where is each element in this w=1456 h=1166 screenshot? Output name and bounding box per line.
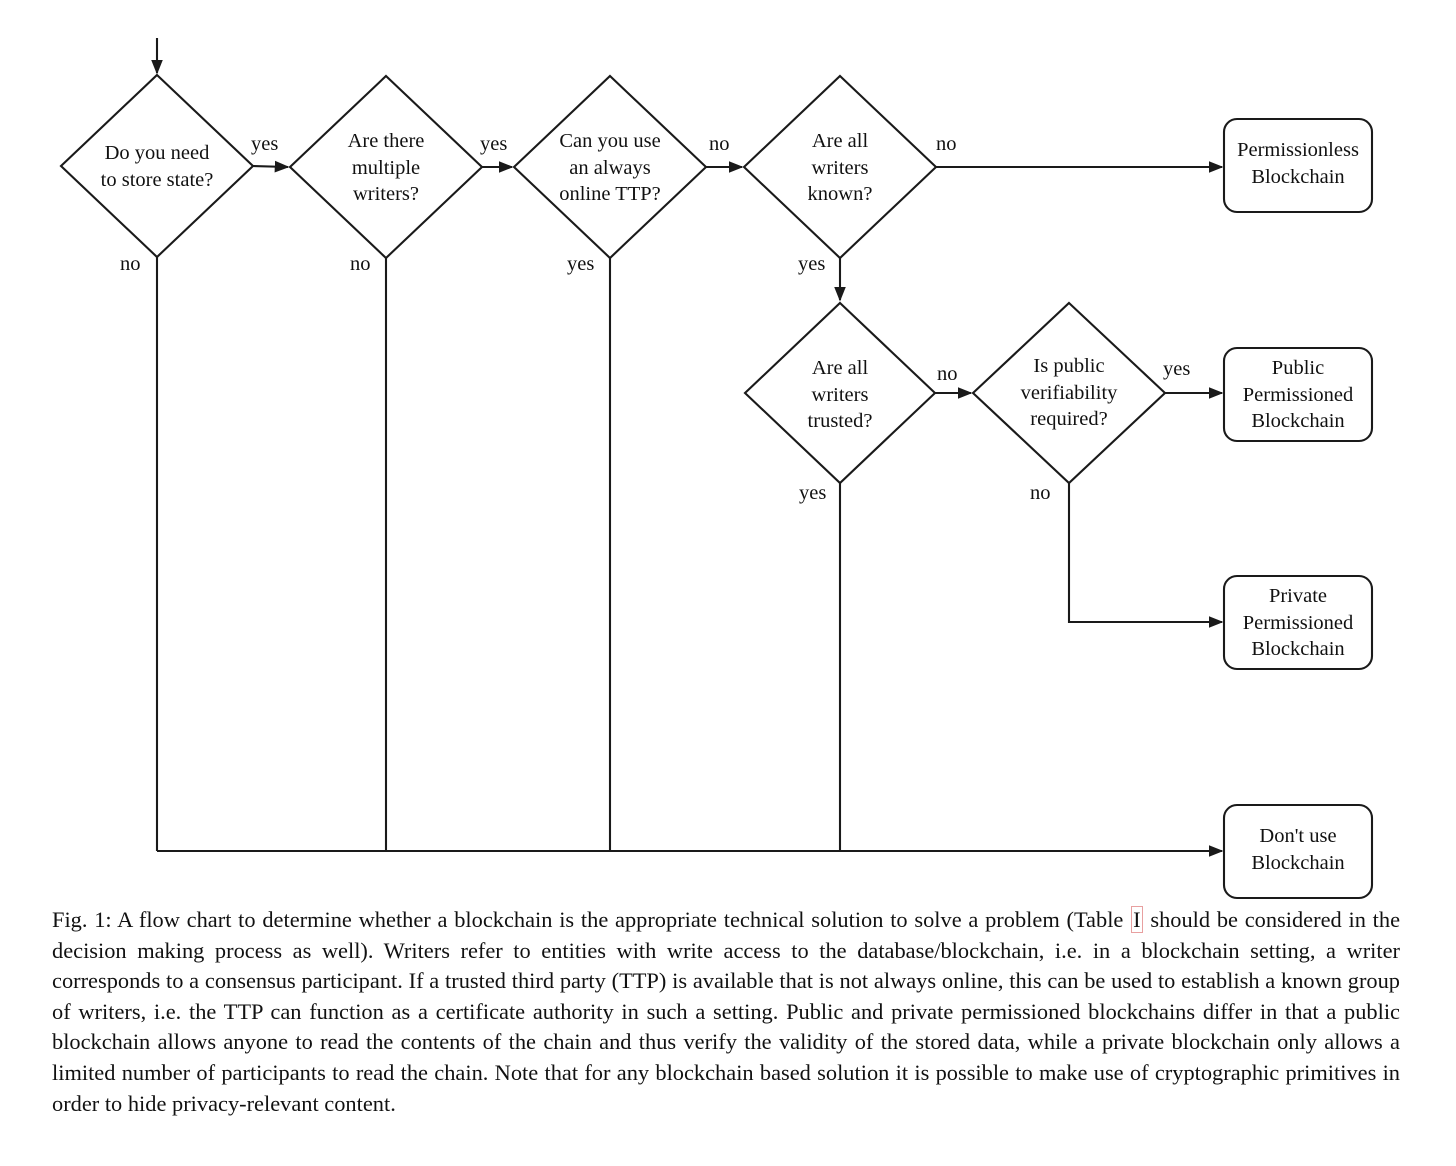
flow-chart-figure: Do you need to store state? Are there mu… (59, 38, 1374, 900)
node-d4-shape (742, 74, 938, 260)
flow-chart-svg (59, 38, 1374, 900)
edge-d6-t3 (1067, 483, 1224, 628)
node-t4-shape (1222, 803, 1374, 900)
edge-label-d6-yes: yes (1163, 358, 1191, 380)
node-d6-shape (971, 301, 1167, 485)
edge-label-d3-yes: yes (567, 253, 595, 275)
node-d1-shape (59, 73, 255, 259)
edge-label-d2-yes: yes (480, 133, 508, 155)
edge-label-d1-yes: yes (251, 133, 279, 155)
edge-label-d1-no: no (120, 253, 141, 275)
node-t1-shape (1222, 117, 1374, 214)
edge-label-d4-yes: yes (798, 253, 826, 275)
caption-text-part2: should be considered in the decision mak… (52, 907, 1401, 1116)
table-1-reference-link[interactable]: I (1131, 906, 1143, 933)
node-t3-shape (1222, 574, 1374, 671)
node-d3-shape (512, 74, 708, 260)
edge-label-d5-yes: yes (799, 482, 827, 504)
edge-label-d2-no: no (350, 253, 371, 275)
edge-label-d3-no: no (709, 133, 730, 155)
edge-label-d4-no: no (936, 133, 957, 155)
node-d5-shape (743, 301, 937, 485)
caption-text-part1: Fig. 1: A flow chart to determine whethe… (52, 907, 1131, 932)
node-t2-shape (1222, 346, 1374, 443)
figure-caption: Fig. 1: A flow chart to determine whethe… (52, 905, 1400, 1119)
node-d2-shape (288, 74, 484, 260)
edge-d1-d2 (252, 160, 290, 173)
edge-label-d6-no: no (1030, 482, 1051, 504)
edge-label-d5-no: no (937, 363, 958, 385)
